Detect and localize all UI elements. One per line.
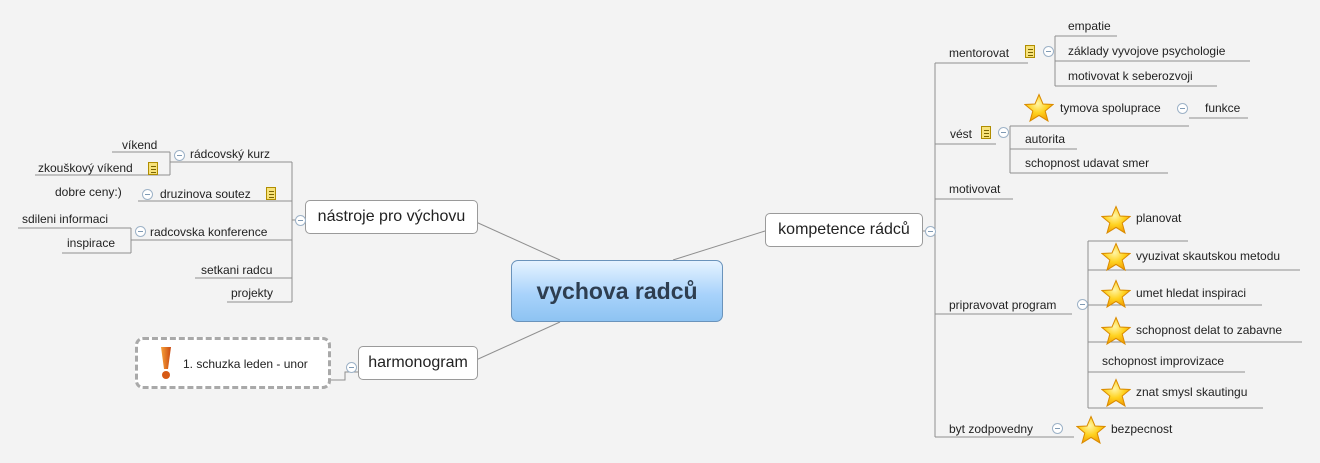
topic-nastroje[interactable]: nástroje pro výchovu — [305, 200, 478, 234]
exclamation-icon — [161, 347, 171, 379]
collapse-icon[interactable] — [998, 127, 1009, 138]
subtopic-vest[interactable]: vést — [950, 127, 973, 141]
star-icon — [1101, 205, 1131, 235]
collapse-icon[interactable] — [1052, 423, 1063, 434]
star-icon — [1101, 279, 1131, 309]
subtopic-motivovat[interactable]: motivovat — [949, 182, 1001, 196]
subtopic-hledat-inspiraci[interactable]: umet hledat inspiraci — [1136, 286, 1247, 300]
subtopic-sdileni-informaci[interactable]: sdileni informaci — [22, 212, 109, 226]
subtopic-radcovsky-kurz[interactable]: rádcovský kurz — [190, 147, 271, 161]
collapse-icon[interactable] — [1043, 46, 1054, 57]
subtopic-radcovska-konference[interactable]: radcovska konference — [150, 225, 268, 239]
collapse-icon[interactable] — [1177, 103, 1188, 114]
note-icon[interactable] — [148, 162, 158, 175]
subtopic-byt-zodpovedny[interactable]: byt zodpovedny — [949, 422, 1034, 436]
subtopic-schopnost-udavat-smer[interactable]: schopnost udavat smer — [1025, 156, 1150, 170]
collapse-icon[interactable] — [142, 189, 153, 200]
subtopic-autorita[interactable]: autorita — [1025, 132, 1066, 146]
subtopic-inspirace[interactable]: inspirace — [67, 236, 116, 250]
subtopic-setkani-radcu[interactable]: setkani radcu — [201, 263, 273, 277]
star-icon — [1101, 242, 1131, 272]
subtopic-smysl-skautingu[interactable]: znat smysl skautingu — [1136, 385, 1248, 399]
central-topic[interactable]: vychova radců — [511, 260, 723, 322]
collapse-icon[interactable] — [1077, 299, 1088, 310]
subtopic-funkce[interactable]: funkce — [1205, 101, 1241, 115]
collapse-icon[interactable] — [174, 150, 185, 161]
topic-kompetence[interactable]: kompetence rádců — [765, 213, 923, 247]
subtopic-druzinova-soutez[interactable]: druzinova soutez — [160, 187, 251, 201]
subtopic-pripravovat-program[interactable]: pripravovat program — [949, 298, 1057, 312]
subtopic-zkouskovy-vikend[interactable]: zkouškový víkend — [38, 161, 133, 175]
star-icon — [1101, 316, 1131, 346]
subtopic-empatie[interactable]: empatie — [1068, 19, 1111, 33]
collapse-icon[interactable] — [135, 226, 146, 237]
collapse-icon[interactable] — [925, 226, 936, 237]
collapse-icon[interactable] — [295, 215, 306, 226]
note-icon[interactable] — [981, 126, 991, 139]
subtopic-vyuzivat-metodu[interactable]: vyuzivat skautskou metodu — [1136, 249, 1281, 263]
subtopic-schuzka: 1. schuzka leden - unor — [183, 357, 308, 371]
note-icon[interactable] — [266, 187, 276, 200]
subtopic-tymova-spoluprace[interactable]: tymova spoluprace — [1060, 101, 1161, 115]
subtopic-delat-zabavne[interactable]: schopnost delat to zabavne — [1136, 323, 1283, 337]
subtopic-zaklady-psychologie[interactable]: základy vyvojove psychologie — [1068, 44, 1226, 58]
star-icon — [1101, 378, 1131, 408]
subtopic-motivovat-k-seberozvoji[interactable]: motivovat k seberozvoji — [1068, 69, 1193, 83]
subtopic-mentorovat[interactable]: mentorovat — [949, 46, 1010, 60]
star-icon — [1076, 415, 1106, 445]
subtopic-improvizace[interactable]: schopnost improvizace — [1102, 354, 1225, 368]
subtopic-planovat[interactable]: planovat — [1136, 211, 1182, 225]
star-icon — [1024, 93, 1054, 123]
subtopic-vikend[interactable]: víkend — [122, 138, 158, 152]
subtopic-bezpecnost[interactable]: bezpecnost — [1111, 422, 1173, 436]
note-icon[interactable] — [1025, 45, 1035, 58]
callout-schuzka[interactable]: 1. schuzka leden - unor — [135, 337, 331, 389]
subtopic-dobre-ceny[interactable]: dobre ceny:) — [55, 185, 122, 199]
subtopic-projekty[interactable]: projekty — [231, 286, 274, 300]
topic-harmonogram[interactable]: harmonogram — [358, 346, 478, 380]
collapse-icon[interactable] — [346, 362, 357, 373]
